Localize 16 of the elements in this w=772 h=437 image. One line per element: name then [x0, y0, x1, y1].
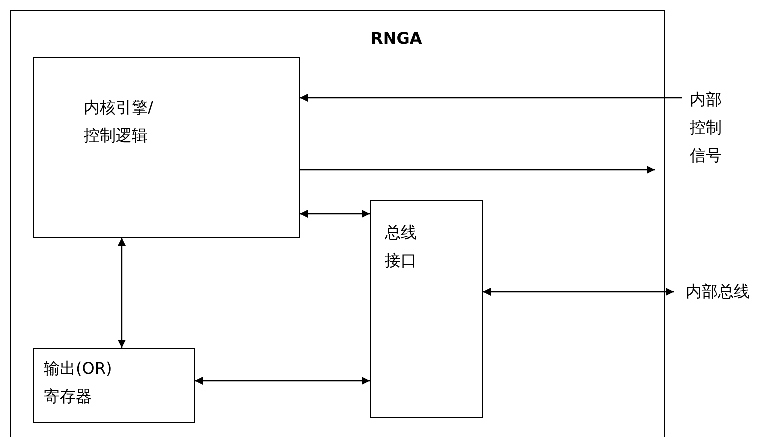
arrow [300, 210, 370, 218]
arrow [118, 238, 126, 348]
arrow [195, 377, 370, 385]
box-label: 总线接口 [385, 222, 418, 272]
process-box [33, 57, 300, 238]
bus-label: 内部总线 [686, 281, 751, 303]
arrow [483, 288, 674, 296]
box-label: 内核引擎/控制逻辑 [84, 97, 154, 147]
system-title: RNGA [371, 28, 424, 50]
box-label: 输出(OR)寄存器 [44, 358, 114, 408]
system-box [10, 10, 665, 437]
arrow [300, 94, 682, 102]
signal-label: 内部控制信号 [690, 89, 723, 167]
process-box [370, 200, 483, 418]
arrow [300, 166, 655, 174]
process-box [33, 348, 195, 423]
